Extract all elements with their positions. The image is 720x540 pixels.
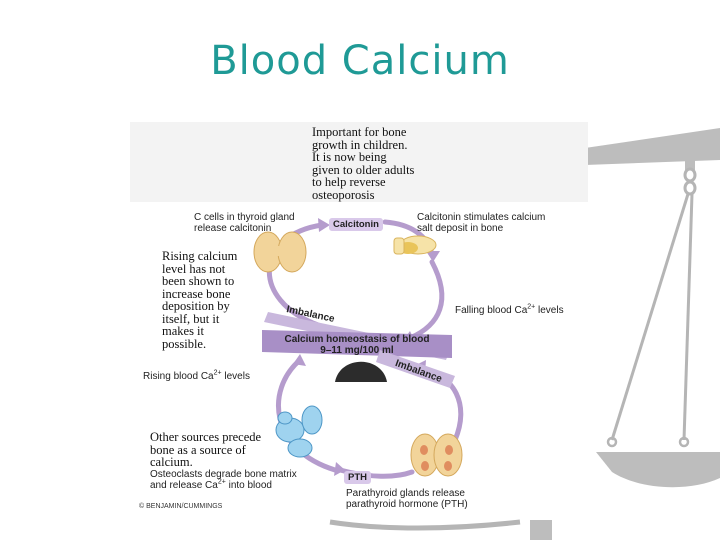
left-note-line: deposition by [162, 299, 230, 313]
bottom-note: Other sources precede bone as a source o… [150, 431, 261, 469]
left-note-line: increase bone [162, 286, 231, 301]
top-note-line: osteoporosis [312, 187, 375, 202]
parathyroid-gland-graphic [410, 433, 463, 477]
parathyroid-line: parathyroid hormone (PTH) [346, 499, 468, 510]
upper-loop-right-arrow [407, 259, 445, 341]
figure-top-band [130, 122, 588, 202]
left-note-line: makes it [162, 324, 205, 338]
osteoclasts-line-2-start: and release Ca [150, 480, 218, 491]
left-note-line: been shown to [162, 274, 235, 288]
top-note-line: given to older adults [312, 162, 415, 177]
calcitonin-effect-line: Calcitonin stimulates calcium [417, 212, 546, 223]
top-note-line: to help reverse [312, 175, 386, 189]
rising-calcium-label: Rising blood Ca2+ levels [143, 369, 250, 382]
fulcrum [335, 361, 387, 382]
center-homeostasis-bar [262, 330, 452, 358]
c-cells-line: C cells in thyroid gland [194, 212, 295, 223]
left-note-line: itself, but it [162, 311, 220, 326]
bottom-note-line: calcium. [150, 455, 193, 469]
calcitonin-effect-line: salt deposit in bone [417, 223, 504, 234]
bone-graphic [393, 235, 437, 255]
homeostasis-label: Calcium homeostasis of blood 9–11 mg/100… [262, 334, 452, 356]
balance-scale-graphic [329, 128, 720, 540]
left-note-line: level has not [162, 261, 226, 276]
charge-superscript: 2+ [213, 369, 222, 377]
homeostasis-line-2: 9–11 mg/100 ml [320, 345, 394, 356]
top-note-line: Important for bone [312, 125, 407, 139]
arrowhead-to-osteoclasts [293, 354, 306, 366]
levels-text: levels [535, 305, 564, 316]
charge-superscript: 2+ [527, 303, 536, 311]
top-note: Important for bone growth in children. I… [312, 126, 414, 201]
arrowhead-to-bone [426, 251, 440, 262]
bottom-note-line: bone as a source of [150, 442, 246, 457]
c-cells-label: C cells in thyroid gland release calcito… [194, 212, 295, 234]
pth-label: PTH [344, 471, 371, 484]
bottom-note-line: Other sources precede [150, 430, 262, 444]
homeostasis-line-1: Calcium homeostasis of blood [284, 334, 430, 345]
top-note-line: growth in children. [312, 137, 408, 152]
osteoclasts-line-2-end: into blood [225, 480, 272, 491]
left-note: Rising calcium level has not been shown … [162, 249, 238, 351]
falling-calcium-label: Falling blood Ca2+ levels [455, 303, 564, 316]
osteoclasts-line-1: Osteoclasts degrade bone matrix [150, 469, 297, 480]
falling-text: Falling blood Ca [455, 305, 528, 316]
levels-text: levels [221, 371, 250, 382]
imbalance-bar-lower [376, 350, 455, 388]
calcitonin-label: Calcitonin [329, 218, 383, 231]
copyright-credit: © BENJAMIN/CUMMINGS [139, 503, 223, 510]
rising-text: Rising blood Ca [143, 371, 214, 382]
osteoclasts-line-2: and release Ca2+ into blood [150, 478, 297, 491]
arrowhead-to-pth [334, 462, 345, 476]
osteoclasts-graphic [275, 405, 323, 458]
calcitonin-effect-label: Calcitonin stimulates calcium salt depos… [417, 212, 545, 234]
osteoclasts-label: Osteoclasts degrade bone matrix and rele… [150, 469, 297, 491]
top-note-line: It is now being [312, 150, 387, 164]
c-cells-line: release calcitonin [194, 223, 272, 234]
charge-superscript: 2+ [217, 478, 226, 486]
slide-title: Blood Calcium [210, 38, 510, 84]
parathyroid-label: Parathyroid glands release parathyroid h… [346, 488, 468, 510]
left-note-line: possible. [162, 336, 207, 351]
thyroid-gland-graphic [253, 231, 307, 273]
parathyroid-line: Parathyroid glands release [346, 488, 465, 499]
left-note-line: Rising calcium [162, 249, 238, 263]
arrowhead-to-calcitonin [318, 218, 330, 232]
